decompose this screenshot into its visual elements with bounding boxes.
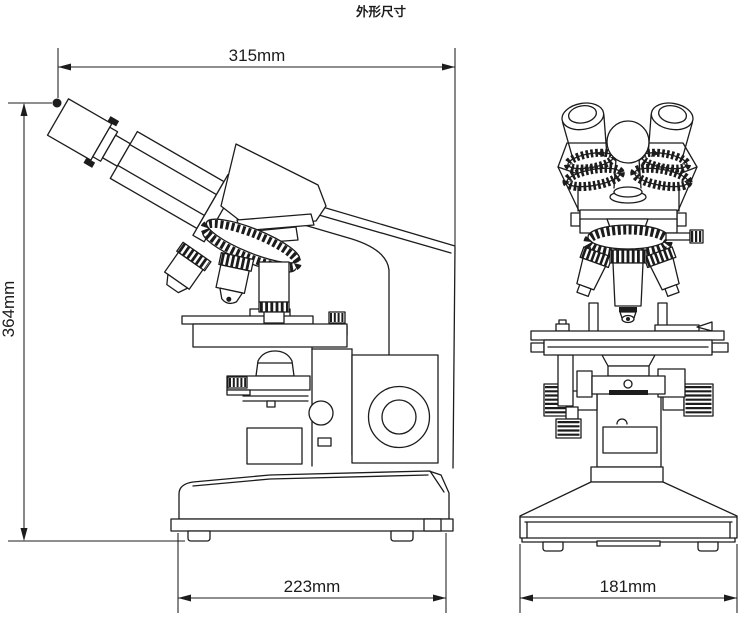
dimension-label-total-height: 364mm bbox=[0, 281, 18, 338]
front-condenser-assembly bbox=[557, 354, 686, 407]
side-eyepiece-tube bbox=[46, 98, 240, 243]
dimension-label-top-width: 315mm bbox=[229, 46, 286, 65]
page-title: 外形尺寸 bbox=[355, 4, 407, 19]
side-arm bbox=[293, 202, 456, 469]
dimension-label-front-base: 181mm bbox=[600, 577, 657, 596]
front-view bbox=[519, 102, 738, 552]
side-lamp-front-box bbox=[246, 427, 303, 465]
side-condenser-knob bbox=[308, 400, 334, 426]
annotations: 外形尺寸 315mm 364mm 223mm bbox=[0, 4, 738, 613]
front-eyepieces bbox=[561, 102, 694, 192]
dimension-label-side-base: 223mm bbox=[284, 577, 341, 596]
side-lamp-housing bbox=[351, 354, 439, 464]
front-prism-ball bbox=[597, 120, 659, 204]
side-head bbox=[220, 143, 327, 244]
front-stage bbox=[530, 319, 729, 356]
dimension-top-width: 315mm bbox=[8, 46, 456, 246]
side-base bbox=[170, 470, 454, 542]
dimension-total-height: 364mm bbox=[0, 103, 185, 542]
side-condenser bbox=[226, 350, 311, 408]
side-view bbox=[46, 98, 456, 542]
dimension-side-base: 223mm bbox=[177, 533, 447, 613]
front-base bbox=[519, 466, 738, 552]
dimension-front-base: 181mm bbox=[519, 544, 738, 613]
reference-point-dot bbox=[52, 98, 62, 108]
front-turret-rod bbox=[665, 229, 704, 244]
side-objectives bbox=[163, 241, 290, 324]
front-objectives bbox=[576, 246, 680, 333]
